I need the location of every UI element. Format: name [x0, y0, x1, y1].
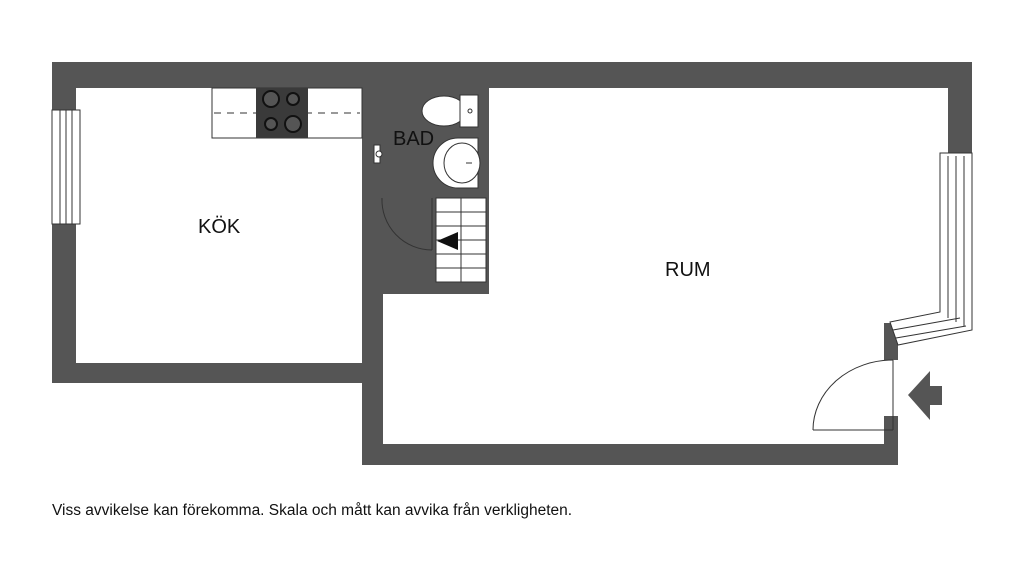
toilet [421, 94, 479, 128]
bathroom-door[interactable] [381, 197, 433, 251]
interior-wall-kitchen-bath [362, 88, 373, 198]
room-label-living-room: RUM [665, 259, 711, 281]
exterior-wall [52, 62, 972, 465]
disclaimer-text: Viss avvikelse kan förekomma. Skala och … [52, 502, 573, 519]
entrance-arrow-icon [908, 371, 942, 420]
window-right [889, 152, 973, 346]
sink [432, 137, 481, 189]
entrance-door[interactable] [812, 359, 894, 431]
interior-wall-bath-right [478, 88, 489, 198]
room-label-kitchen: KÖK [198, 216, 241, 238]
interior-wall-kitchen-stub [362, 188, 382, 198]
stove [256, 88, 308, 138]
interior-wall-kitchen-lower [362, 280, 488, 294]
stairs-direction-arrow-icon [437, 232, 458, 250]
window-left [51, 109, 81, 225]
interior-wall-bath-bottom [432, 188, 489, 198]
shower [373, 144, 383, 164]
room-label-bathroom: BAD [393, 128, 435, 150]
